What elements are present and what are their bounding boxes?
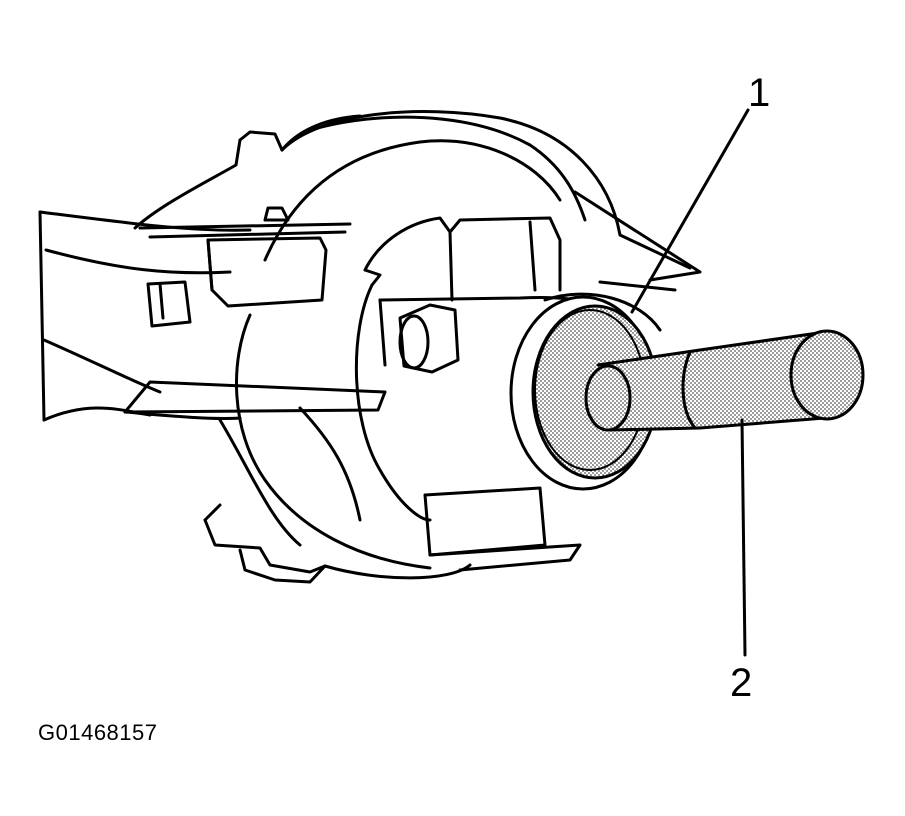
connector-block bbox=[206, 236, 328, 308]
lock-housing-body bbox=[234, 110, 702, 570]
figure-id: G01468157 bbox=[38, 720, 158, 745]
callout-2-label: 2 bbox=[730, 661, 753, 705]
lower-lever-arm bbox=[123, 380, 387, 547]
upper-bracket bbox=[133, 114, 362, 239]
steering-column-shaft bbox=[38, 210, 252, 422]
lower-boss bbox=[423, 486, 582, 572]
mounting-stud bbox=[398, 303, 460, 374]
removal-tool bbox=[584, 329, 865, 432]
face-top-block bbox=[448, 216, 562, 302]
shaft-tab bbox=[146, 280, 192, 328]
callout-1-label: 1 bbox=[748, 71, 771, 115]
leader-line-1 bbox=[630, 108, 750, 314]
leader-line-2 bbox=[740, 418, 747, 657]
